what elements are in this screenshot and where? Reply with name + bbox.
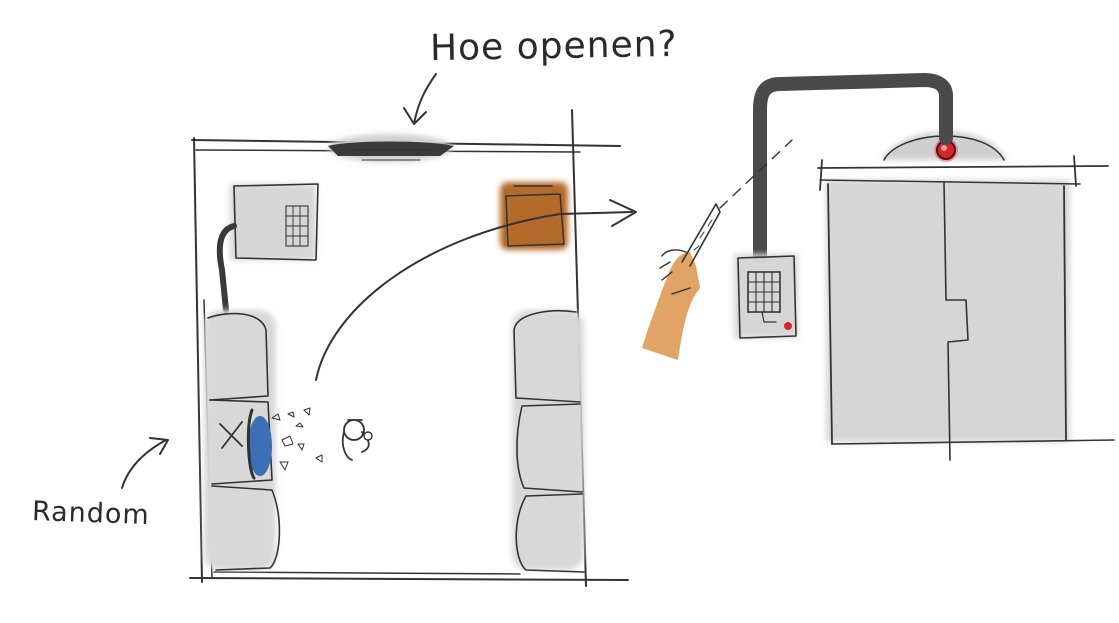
cabinet-side-view: [642, 73, 1115, 461]
remote-keypad[interactable]: [734, 254, 798, 339]
hand: [642, 139, 793, 360]
blue-item[interactable]: [246, 408, 272, 480]
debris: [271, 407, 323, 471]
x-mark-icon: [219, 421, 243, 449]
door-pointer-arrow: [403, 73, 437, 125]
random-pointer-arrow: [121, 437, 169, 489]
door-top[interactable]: [328, 134, 454, 162]
small-red-button[interactable]: [784, 322, 792, 330]
room-floorplan: [189, 109, 637, 587]
random-label: Random: [31, 495, 151, 532]
wall-cable: [216, 223, 237, 313]
throw-arrow: [315, 199, 637, 381]
wooden-box[interactable]: [500, 182, 568, 250]
pipe: [753, 73, 953, 269]
left-benches: [204, 310, 281, 571]
red-button[interactable]: [934, 138, 958, 162]
player-figure-icon[interactable]: [341, 419, 373, 461]
right-benches: [512, 310, 585, 573]
wall-cabinet: [230, 183, 319, 261]
question-label: Hoe openen?: [429, 23, 678, 70]
